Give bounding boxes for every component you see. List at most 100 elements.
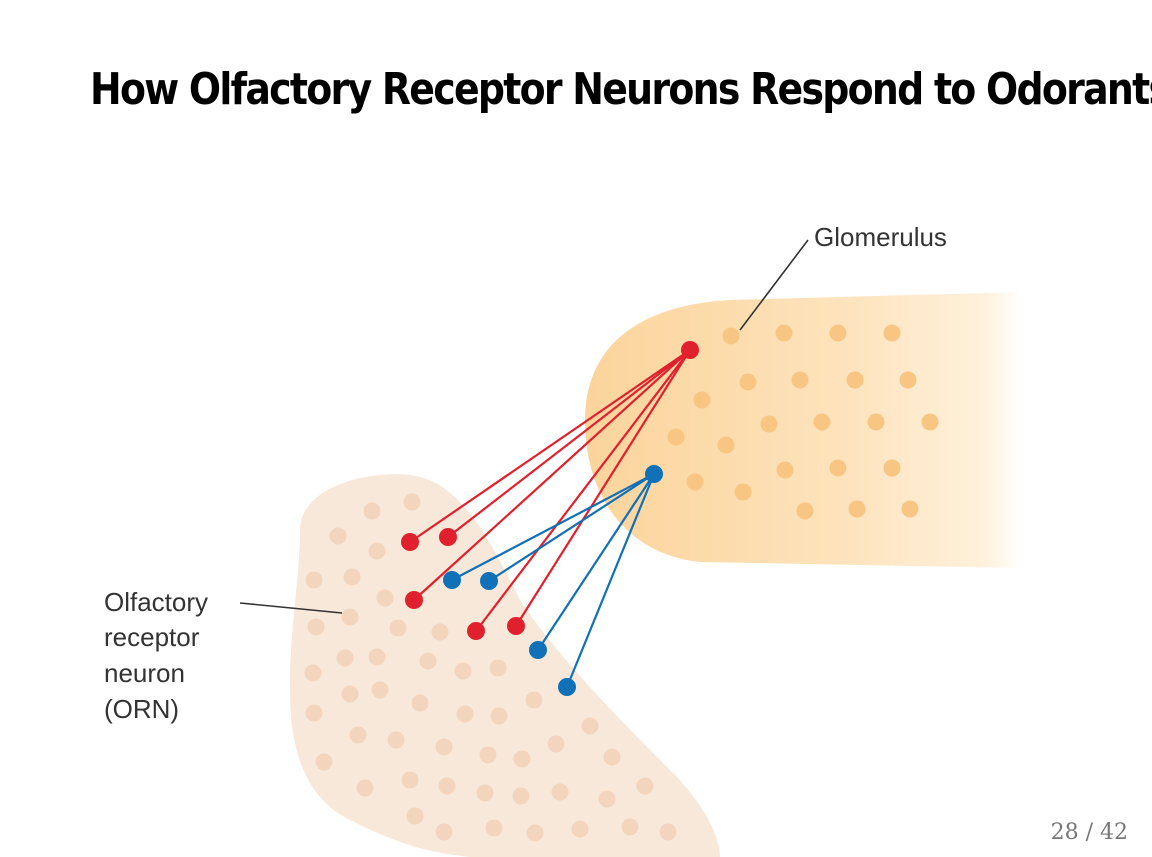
epithelium-dot: [349, 726, 367, 744]
slide-title: How Olfactory Receptor Neurons Respond t…: [90, 64, 1152, 115]
orn-label-line-2: receptor: [104, 622, 200, 652]
epithelium-dot: [551, 783, 569, 801]
glomerulus-dot: [848, 500, 866, 518]
epithelium-dot: [435, 738, 453, 756]
glomerulus-dot: [921, 413, 939, 431]
epithelium-dot: [411, 694, 429, 712]
blue-orn-cell: [558, 678, 576, 696]
axon-lines: [409, 349, 691, 688]
epithelium-dot: [401, 771, 419, 789]
epithelium-dot: [419, 652, 437, 670]
orn-label-line-3: neuron: [104, 658, 185, 688]
orn-leader-line: [239, 602, 343, 614]
glomerulus-dot: [867, 413, 885, 431]
epithelium-dot: [438, 777, 456, 795]
epithelium-dot: [368, 648, 386, 666]
epithelium-dot: [315, 753, 333, 771]
glomerulus-dot: [760, 415, 778, 433]
glomerulus-dot: [693, 391, 711, 409]
epithelium-dot: [454, 662, 472, 680]
red-orn-cell: [507, 617, 525, 635]
epithelium-dot: [356, 779, 374, 797]
epithelium-dot: [525, 691, 543, 709]
blue-orn-cell: [443, 571, 461, 589]
epithelium-dot: [598, 790, 616, 808]
glomerulus-dot: [796, 502, 814, 520]
blue-axon-line: [488, 473, 655, 582]
red-orn-cell: [467, 622, 485, 640]
epithelium-dot: [376, 589, 394, 607]
glomerulus-dot: [717, 436, 735, 454]
epithelium-dot: [513, 750, 531, 768]
neuron-markers: [401, 341, 699, 696]
epithelium-dot: [363, 502, 381, 520]
red-axon-line: [515, 349, 691, 627]
epithelium-dot: [479, 746, 497, 764]
red-axon-line: [409, 349, 691, 543]
epithelium-dot: [341, 608, 359, 626]
glomerulus-dot: [722, 327, 740, 345]
epithelium-dot: [490, 707, 508, 725]
red-axon-line: [447, 349, 691, 538]
epithelium-dot: [526, 824, 544, 842]
epithelium-dot: [307, 618, 325, 636]
glomerulus-dot: [734, 483, 752, 501]
epithelium-dot: [489, 659, 507, 677]
epithelium-dot: [305, 704, 323, 722]
glomerulus-dot: [829, 324, 847, 342]
epithelium-dot: [305, 571, 323, 589]
epithelium-dot: [603, 748, 621, 766]
glomerulus-leader-line: [739, 239, 809, 331]
glomerulus-dot: [829, 459, 847, 477]
glomerulus-label: Glomerulus: [814, 222, 947, 252]
epithelium-dots: [304, 493, 677, 842]
glomerulus-dot: [813, 413, 831, 431]
glomerulus-dot: [686, 473, 704, 491]
epithelium-dot: [485, 819, 503, 837]
blue-axon-line: [537, 473, 655, 651]
epithelium-dot: [636, 777, 654, 795]
glomerulus-dot: [791, 371, 809, 389]
orn-label-line-1: Olfactory: [104, 587, 208, 617]
blue-orn-cell: [529, 641, 547, 659]
epithelium-dot: [343, 568, 361, 586]
orn-label-line-4: (ORN): [104, 694, 179, 724]
red-axon-line: [475, 349, 691, 632]
epithelium-dot: [456, 705, 474, 723]
glomerulus-dot: [667, 428, 685, 446]
red-orn-cell: [439, 528, 457, 546]
blue-axon-line: [451, 473, 655, 581]
epithelium-dot: [512, 787, 530, 805]
epithelium-dot: [329, 527, 347, 545]
epithelium-dot: [431, 623, 449, 641]
epithelium-dot: [336, 649, 354, 667]
glomerulus-dot: [883, 324, 901, 342]
epithelium-dot: [387, 731, 405, 749]
epithelium-dot: [341, 685, 359, 703]
page-number: 28 / 42: [1050, 820, 1128, 845]
blue-axon-line: [565, 473, 656, 688]
glomerulus-dot: [775, 324, 793, 342]
epithelium-dot: [547, 735, 565, 753]
glomerulus-dots: [667, 324, 939, 520]
epithelium-dot: [659, 823, 677, 841]
red-orn-cell: [401, 533, 419, 551]
glomerulus-dot: [776, 461, 794, 479]
blue-glomerulus-target: [645, 465, 663, 483]
epithelium-dot: [435, 823, 453, 841]
glomerulus-dot: [883, 459, 901, 477]
epithelium-dot: [571, 820, 589, 838]
epithelium-dot: [389, 619, 407, 637]
glomerulus-dot: [739, 373, 757, 391]
red-glomerulus-target: [681, 341, 699, 359]
epithelium-dot: [581, 717, 599, 735]
epithelium-dot: [406, 807, 424, 825]
blue-orn-cell: [480, 572, 498, 590]
red-orn-cell: [405, 591, 423, 609]
epithelium-dot: [368, 542, 386, 560]
epithelium-dot: [371, 681, 389, 699]
red-axon-line: [413, 349, 691, 601]
epithelium-dot: [403, 493, 421, 511]
glomerulus-region: [585, 292, 1020, 568]
